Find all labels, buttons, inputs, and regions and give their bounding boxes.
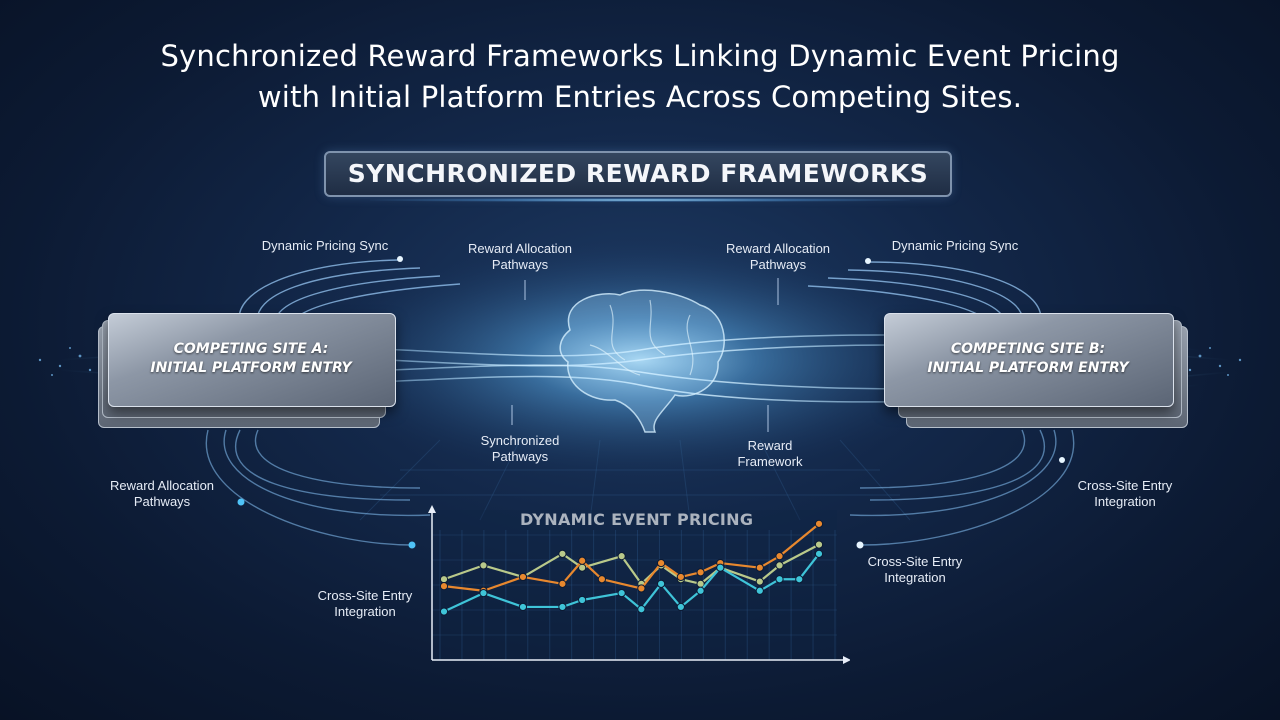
series-point-3	[696, 586, 705, 595]
series-point-1	[814, 540, 824, 549]
site-b-label: COMPETING SITE B: INITIAL PLATFORM ENTRY	[884, 340, 1172, 378]
chart-title: DYNAMIC EVENT PRICING	[520, 510, 754, 529]
label-line: Pathways	[133, 494, 191, 509]
series-point-2	[696, 568, 705, 577]
series-point-3	[518, 602, 528, 612]
label-line: Synchronized	[480, 433, 560, 448]
label-line: Cross-Site Entry	[317, 588, 413, 603]
label-line: Cross-Site Entry	[867, 554, 963, 569]
label-line: Integration	[334, 604, 396, 619]
series-point-2	[676, 572, 685, 582]
series-point-3	[657, 579, 666, 588]
label-synchronized-pathways: Synchronized Pathways	[460, 433, 580, 465]
series-point-2	[814, 519, 824, 528]
series-point-2	[578, 556, 587, 565]
series-point-3	[439, 607, 449, 616]
series-point-1	[479, 561, 488, 570]
label-line: Integration	[1094, 494, 1156, 509]
label-line: Reward Allocation	[725, 241, 831, 256]
series-point-3	[558, 602, 567, 612]
label-line: Integration	[884, 570, 946, 585]
title-line-2: with Initial Platform Entries Across Com…	[257, 80, 1023, 114]
series-point-2	[439, 582, 449, 591]
series-point-3	[716, 563, 725, 572]
label-line: Reward Allocation	[109, 478, 215, 493]
series-point-3	[814, 549, 824, 558]
series-point-1	[558, 549, 567, 558]
banner-glow	[370, 198, 910, 202]
series-point-1	[439, 575, 449, 584]
brain-icon	[559, 289, 725, 433]
label-line: Pathways	[491, 257, 549, 272]
label-reward-allocation-center-right: Reward Allocation Pathways	[708, 241, 848, 273]
series-point-2	[558, 579, 567, 588]
pricing-chart	[428, 505, 850, 664]
series-point-3	[795, 575, 804, 584]
site-b-line-2: INITIAL PLATFORM ENTRY	[927, 360, 1129, 376]
site-a-line-1: COMPETING SITE A:	[173, 341, 329, 357]
series-point-2	[657, 558, 666, 568]
series-point-2	[637, 584, 646, 593]
site-b-line-1: COMPETING SITE B:	[950, 341, 1106, 357]
label-cross-site-right-lower: Cross-Site Entry Integration	[850, 554, 980, 586]
series-point-2	[755, 563, 764, 572]
label-dynamic-pricing-sync-left: Dynamic Pricing Sync	[261, 238, 389, 253]
series-point-3	[637, 605, 646, 614]
label-reward-framework: Reward Framework	[720, 438, 820, 470]
label-line: Reward Allocation	[467, 241, 573, 256]
label-reward-allocation-left: Reward Allocation Pathways	[92, 478, 232, 510]
series-point-1	[755, 577, 764, 586]
series-point-2	[597, 575, 606, 584]
card-face	[108, 313, 396, 407]
series-point-3	[578, 595, 587, 605]
y-axis-arrow	[428, 505, 436, 513]
card-face	[884, 313, 1174, 407]
series-point-3	[676, 602, 685, 612]
series-point-3	[617, 588, 626, 598]
site-a-line-2: INITIAL PLATFORM ENTRY	[150, 360, 352, 376]
label-line: Pathways	[749, 257, 807, 272]
title-line-1: Synchronized Reward Frameworks Linking D…	[160, 39, 1120, 73]
x-axis-arrow	[843, 656, 850, 664]
label-reward-allocation-center-left: Reward Allocation Pathways	[450, 241, 590, 273]
label-dynamic-pricing-sync-right: Dynamic Pricing Sync	[891, 238, 1019, 253]
label-line: Cross-Site Entry	[1077, 478, 1173, 493]
series-point-1	[617, 552, 626, 561]
series-point-2	[775, 552, 784, 561]
series-line-2	[443, 522, 820, 592]
label-cross-site-left: Cross-Site Entry Integration	[300, 588, 430, 620]
label-cross-site-right-upper: Cross-Site Entry Integration	[1060, 478, 1190, 510]
site-a-label: COMPETING SITE A: INITIAL PLATFORM ENTRY	[108, 340, 394, 378]
series-point-2	[518, 572, 528, 582]
page-title: Synchronized Reward Frameworks Linking D…	[0, 36, 1280, 118]
series-point-1	[775, 561, 784, 570]
label-line: Pathways	[491, 449, 549, 464]
series-point-3	[755, 586, 764, 595]
label-line: Framework	[737, 454, 803, 469]
series-point-3	[775, 575, 784, 584]
section-banner: SYNCHRONIZED REWARD FRAMEWORKS	[324, 151, 952, 197]
label-line: Reward	[747, 438, 793, 453]
series-point-3	[479, 588, 488, 598]
